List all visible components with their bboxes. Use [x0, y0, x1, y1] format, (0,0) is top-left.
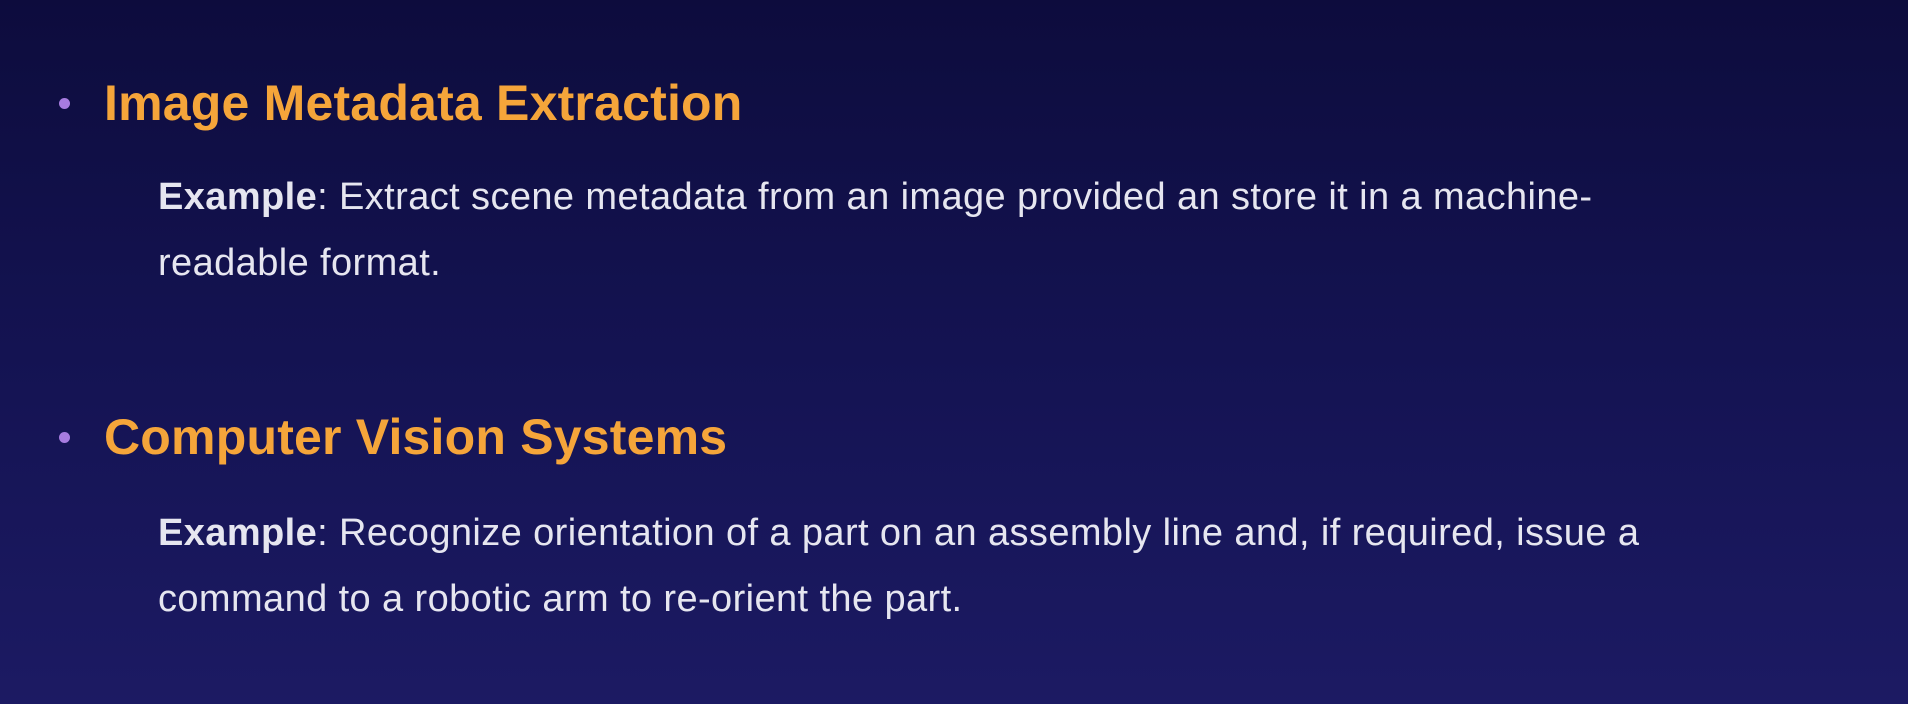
- bullet-icon: [59, 432, 70, 443]
- list-item-image-metadata-extraction: Image Metadata Extraction Example: Extra…: [0, 70, 1908, 284]
- heading-row: Image Metadata Extraction: [0, 70, 1908, 140]
- example-label: Example: [158, 512, 318, 554]
- example-line-1: Extract scene metadata from an image pro…: [339, 176, 1593, 218]
- list-item-computer-vision-systems: Computer Vision Systems Example: Recogni…: [0, 404, 1908, 620]
- example-line-2: command to a robotic arm to re-orient th…: [158, 578, 963, 620]
- example-label: Example: [158, 176, 318, 218]
- example-separator: :: [317, 176, 340, 218]
- example-separator: :: [317, 512, 340, 554]
- example-text: Example: Recognize orientation of a part…: [158, 500, 1858, 632]
- item-heading: Image Metadata Extraction: [104, 75, 743, 131]
- example-line-1: Recognize orientation of a part on an as…: [339, 512, 1640, 554]
- example-text: Example: Extract scene metadata from an …: [158, 164, 1858, 296]
- heading-row: Computer Vision Systems: [0, 404, 1908, 474]
- bullet-icon: [59, 98, 70, 109]
- item-heading: Computer Vision Systems: [104, 409, 728, 465]
- example-line-2: readable format.: [158, 242, 442, 284]
